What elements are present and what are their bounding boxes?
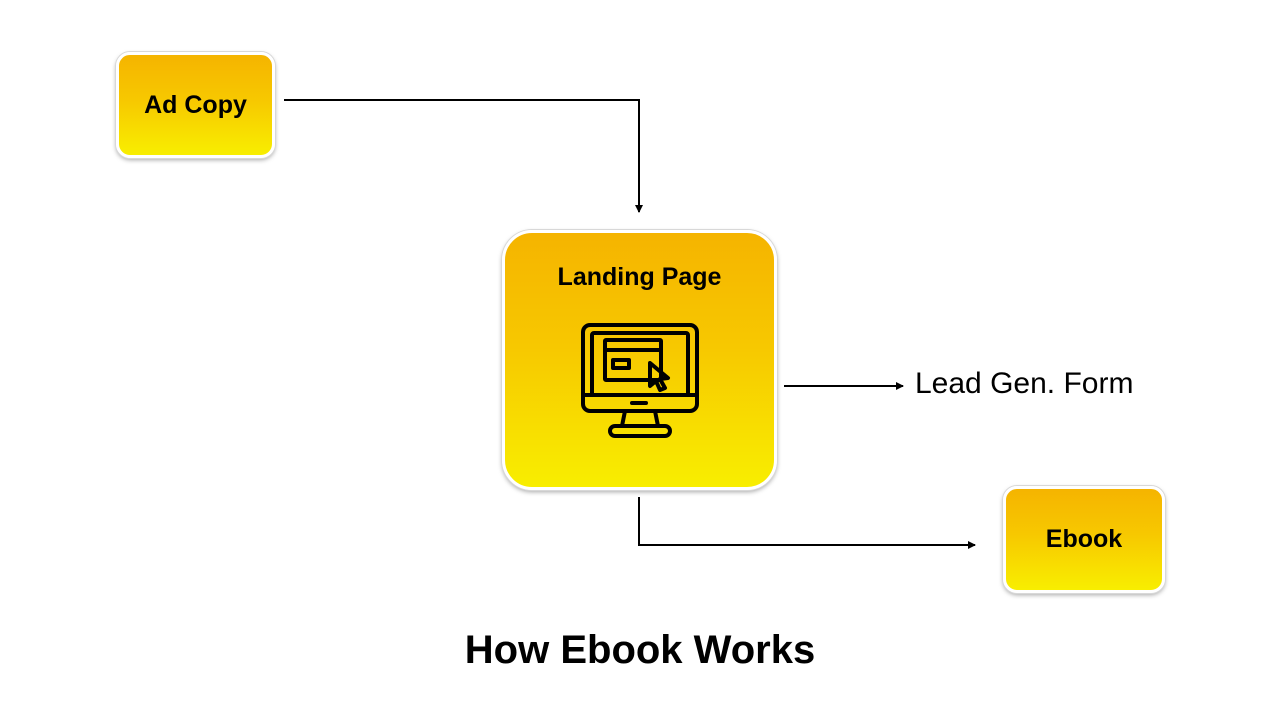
ad-copy-node: Ad Copy [116, 52, 275, 158]
edge-landing-to-ebook [638, 497, 976, 549]
ad-copy-label: Ad Copy [144, 90, 247, 119]
ebook-label: Ebook [1045, 525, 1123, 553]
landing-page-label: Landing Page [557, 263, 722, 291]
monitor-click-icon [580, 323, 699, 438]
lead-gen-form-label: Lead Gen. Form [915, 367, 1134, 400]
landing-page-node: Landing Page [502, 230, 777, 490]
diagram-title: How Ebook Works [464, 628, 816, 672]
ebook-node: Ebook [1003, 486, 1165, 593]
edge-adcopy-to-landing [284, 99, 643, 213]
